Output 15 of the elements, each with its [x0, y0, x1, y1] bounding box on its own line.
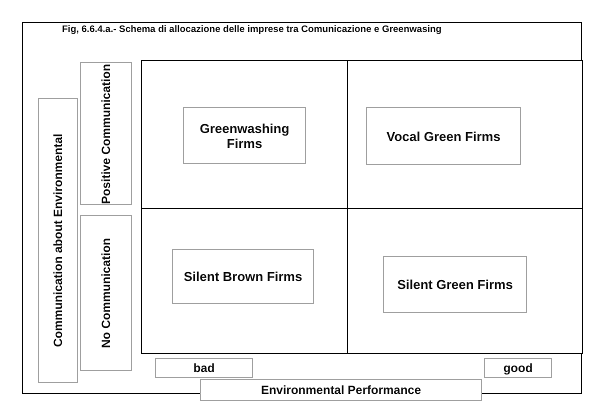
category-box: Silent Brown Firms	[172, 249, 314, 304]
axis-label-box: Communication about Environmental	[38, 98, 78, 383]
axis-end-label: bad	[155, 358, 253, 378]
category-box: Greenwashing Firms	[183, 107, 306, 164]
row-label-box: Positive Communication	[80, 62, 132, 205]
quadrant-cell	[141, 60, 348, 209]
category-box: Vocal Green Firms	[366, 107, 521, 165]
category-box: Silent Green Firms	[383, 256, 527, 313]
axis-label-box: Environmental Performance	[200, 379, 482, 401]
quadrant-cell	[347, 208, 583, 354]
quadrant-cell	[141, 208, 348, 354]
row-label-box: No Communication	[80, 215, 132, 371]
figure-title: Fig, 6.6.4.a.- Schema di allocazione delle imprese tra Comunicazione e Greenwasing	[62, 24, 442, 35]
axis-end-label: good	[484, 358, 552, 378]
quadrant-cell	[347, 60, 583, 209]
